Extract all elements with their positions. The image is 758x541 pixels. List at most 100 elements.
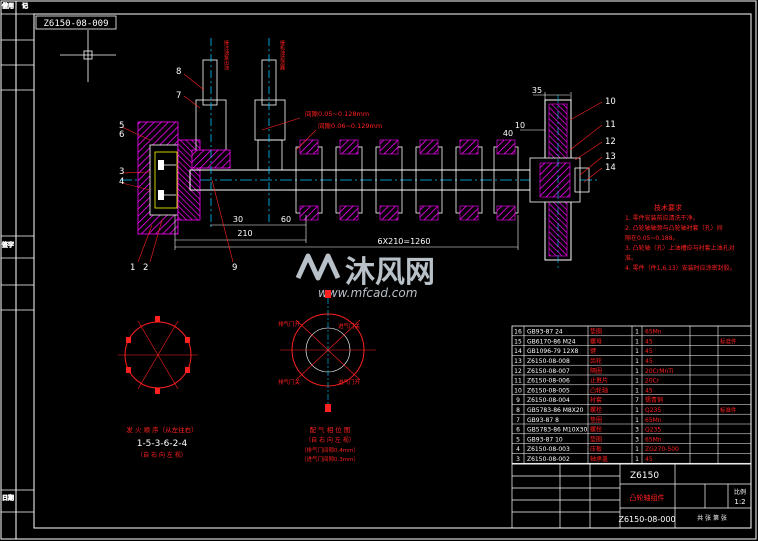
firing-title: 发 火 顺 序（从左往右） xyxy=(126,425,197,434)
oil-column-left xyxy=(191,38,231,230)
callout-14: 14 xyxy=(605,163,616,173)
timing-gear xyxy=(529,95,590,268)
parts-cell-name: 压板 xyxy=(590,445,602,453)
parts-cell-no: 12 xyxy=(514,368,522,375)
parts-cell-qty: 1 xyxy=(635,338,639,345)
parts-cell-mat: 45 xyxy=(645,348,653,355)
parts-cell-mat: 45 xyxy=(645,358,653,365)
tech-req-line: 3. 凸轮轴（孔）上油槽应与衬套上油孔对 xyxy=(625,244,735,252)
dim-35: 35 xyxy=(532,86,542,95)
parts-cell-code: Z6150-08-003 xyxy=(527,446,570,453)
parts-cell-mat: 20Cr xyxy=(645,378,660,385)
parts-cell-note: 标准件 xyxy=(720,337,737,345)
svg-text:签字: 签字 xyxy=(2,241,14,249)
valve-title: 配 气 相 位 图 xyxy=(310,425,351,434)
parts-cell-mat: 65Mn xyxy=(645,329,662,336)
cam-lobe xyxy=(415,139,443,221)
callout-13: 13 xyxy=(605,152,616,162)
parts-cell-mat: Q235 xyxy=(645,407,661,414)
parts-cell-qty: 1 xyxy=(635,378,639,385)
valve-label: 排气门关 xyxy=(278,378,301,386)
parts-cell-qty: 1 xyxy=(635,358,639,365)
dim-6x210: 6X210=1260 xyxy=(378,237,431,246)
parts-cell-name: 垫圈 xyxy=(590,435,602,443)
callout-labels: 5 6 3 4 1 2 8 7 9 10 11 12 13 14 xyxy=(119,67,616,273)
title-sheet: 共 张 第 张 xyxy=(697,514,727,522)
parts-cell-mat: 65Mn xyxy=(645,436,662,443)
parts-cell-no: 9 xyxy=(516,397,520,404)
dim-30: 30 xyxy=(233,215,243,224)
tech-req-title: 技术要求 xyxy=(654,203,682,212)
parts-cell-code: Z6150-08-007 xyxy=(527,368,570,375)
svg-text:日期: 日期 xyxy=(2,494,14,502)
tech-req-line: 准。 xyxy=(625,254,637,262)
parts-cell-qty: 1 xyxy=(635,348,639,355)
oil-note-left: 接注油泵出油 xyxy=(223,39,229,71)
parts-cell-no: 7 xyxy=(516,417,520,424)
parts-cell-name: 螺母 xyxy=(590,337,602,345)
parts-cell-qty: 1 xyxy=(635,387,639,394)
parts-cell-name: 止推片 xyxy=(590,377,608,385)
parts-cell-mat: Q235 xyxy=(645,427,661,434)
cam-lobe xyxy=(375,139,403,221)
title-drawing-no: Z6150-08-000 xyxy=(618,515,675,524)
left-strip: 借用 记 签字 日期 xyxy=(1,2,34,513)
tech-requirements: 技术要求 1. 零件安装前应清洗干净。 2. 凸轮轴轴颈与凸轮轴衬套（孔）间 隙… xyxy=(625,203,736,272)
title-assembly-name: 凸轮轴组件 xyxy=(630,493,665,502)
callout-9: 9 xyxy=(232,263,237,273)
dim-10: 10 xyxy=(515,121,525,130)
parts-cell-no: 10 xyxy=(514,387,522,394)
callout-4: 4 xyxy=(119,177,124,187)
parts-cell-name: 凸轮轴 xyxy=(590,386,608,394)
parts-cell-qty: 3 xyxy=(635,436,639,443)
parts-cell-code: Z6150-08-006 xyxy=(527,378,570,385)
parts-cell-no: 14 xyxy=(514,348,522,355)
parts-cell-code: GB93-87 24 xyxy=(527,329,563,336)
parts-cell-name: 螺栓 xyxy=(590,406,602,414)
parts-cell-mat: 45 xyxy=(645,387,653,394)
parts-cell-no: 16 xyxy=(514,329,522,336)
callout-11: 11 xyxy=(605,120,616,130)
valve-note-1: （排气门间隙0.4mm） xyxy=(301,446,359,454)
parts-cell-mat: 45 xyxy=(645,338,653,345)
parts-cell-name: 键 xyxy=(590,347,596,355)
parts-cell-mat: ZG270-500 xyxy=(645,446,679,453)
callout-10: 10 xyxy=(605,97,616,107)
parts-cell-name: 垫圈 xyxy=(590,328,602,336)
parts-cell-code: Z6150-08-002 xyxy=(527,456,570,463)
dimension-lines xyxy=(174,92,572,250)
parts-cell-name: 齿轮 xyxy=(590,357,602,365)
valve-label: 排气门开 xyxy=(278,320,301,328)
parts-cell-name: 衬套 xyxy=(590,396,602,404)
tech-req-line: 2. 凸轮轴轴颈与凸轮轴衬套（孔）间 xyxy=(625,224,723,232)
cam-lobes xyxy=(295,139,519,221)
drawing-code-top: Z6150-08-009 xyxy=(43,19,108,29)
parts-cell-mat: 45 xyxy=(645,456,653,463)
parts-cell-name: 隔圈 xyxy=(590,367,602,375)
parts-cell-name: 螺栓 xyxy=(590,426,602,434)
cam-lobe xyxy=(455,139,483,221)
dim-60: 60 xyxy=(281,215,291,224)
callout-1: 1 xyxy=(130,263,135,273)
valve-note-2: （进气门间隙0.3mm） xyxy=(301,455,359,463)
title-scale: 1:2 xyxy=(734,498,745,506)
parts-cell-no: 4 xyxy=(516,446,520,453)
dim-210: 210 xyxy=(237,229,252,238)
parts-cell-mat: 锡青铜 xyxy=(645,396,663,404)
parts-cell-name: 垫圈 xyxy=(590,416,602,424)
parts-cell-mat: 20CrMnTi xyxy=(645,368,674,375)
svg-text:记: 记 xyxy=(22,3,28,10)
gap-note-1: 间隙0.05~0.128mm xyxy=(305,109,369,118)
parts-cell-qty: 3 xyxy=(635,427,639,434)
parts-cell-code: Z6150-08-005 xyxy=(527,387,570,394)
cursor-crosshair[interactable] xyxy=(60,30,116,82)
parts-cell-no: 8 xyxy=(516,407,520,414)
parts-cell-no: 6 xyxy=(516,427,520,434)
parts-cell-no: 3 xyxy=(516,456,520,463)
parts-cell-code: GB93-87 8 xyxy=(527,417,559,424)
parts-cell-no: 5 xyxy=(516,436,520,443)
callouts xyxy=(121,73,603,263)
title-scale-label: 比例 xyxy=(734,488,746,496)
